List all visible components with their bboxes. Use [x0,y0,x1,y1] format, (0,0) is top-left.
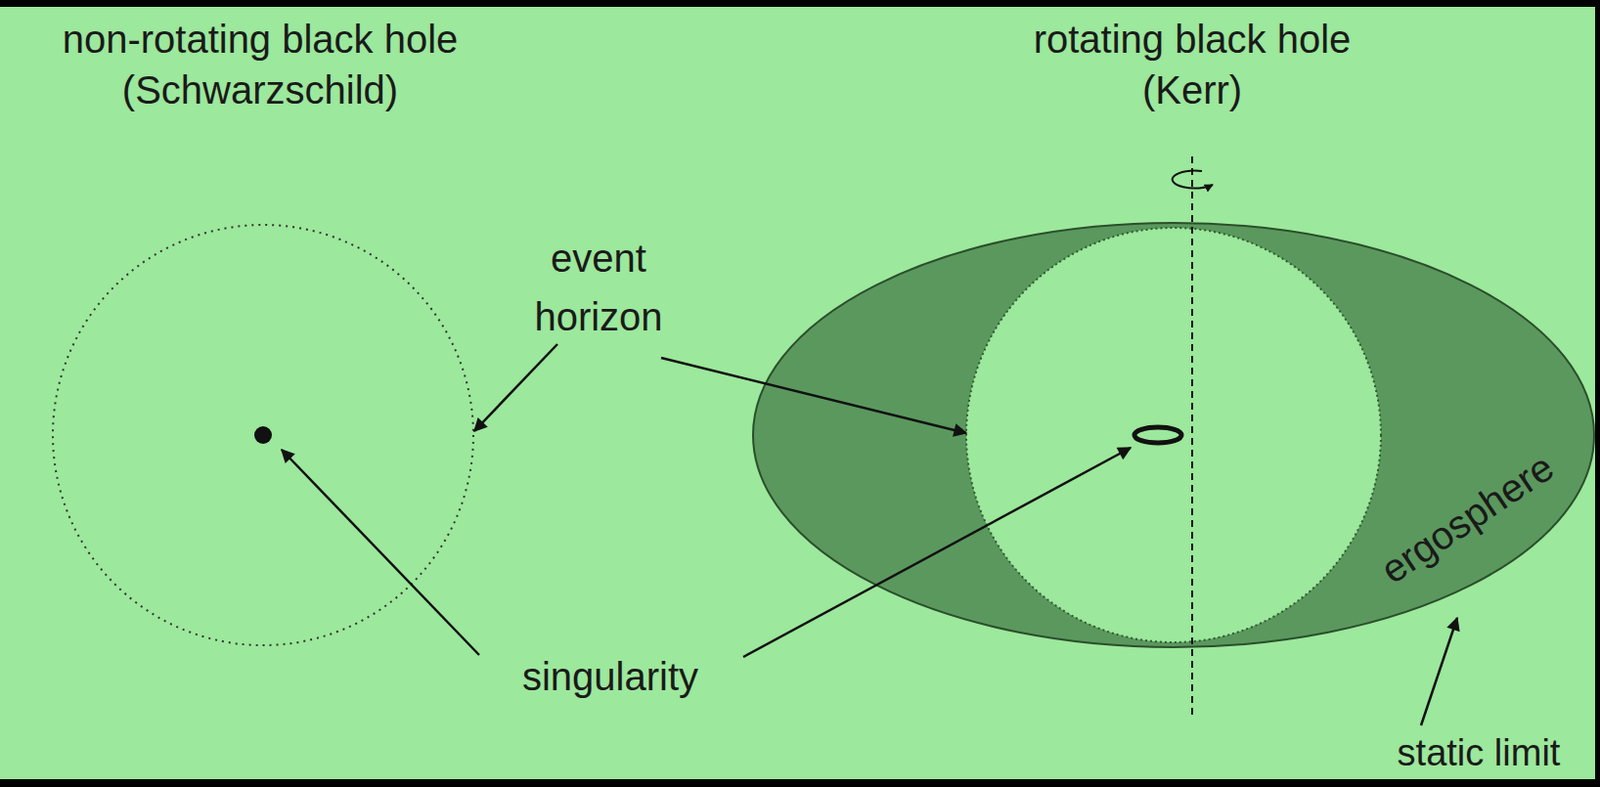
leader-arrow [474,344,558,432]
leader-arrow [281,449,480,656]
part-label: static limit [1366,731,1592,777]
point-singularity [254,426,272,445]
heading: non-rotating black hole (Schwarzschild) [49,13,471,116]
leader-arrow [743,447,1131,658]
leader-arrow [1421,618,1458,726]
rotation-arrow [1172,171,1213,189]
background [0,6,1596,780]
kerr-event-horizon [966,227,1381,643]
leader-arrow [661,357,967,434]
part-label: event horizon [510,228,687,347]
rotation-axis [1191,156,1194,719]
ring-singularity [1134,427,1182,444]
heading: rotating black hole (Kerr) [1006,13,1378,116]
part-label: singularity [497,653,723,701]
